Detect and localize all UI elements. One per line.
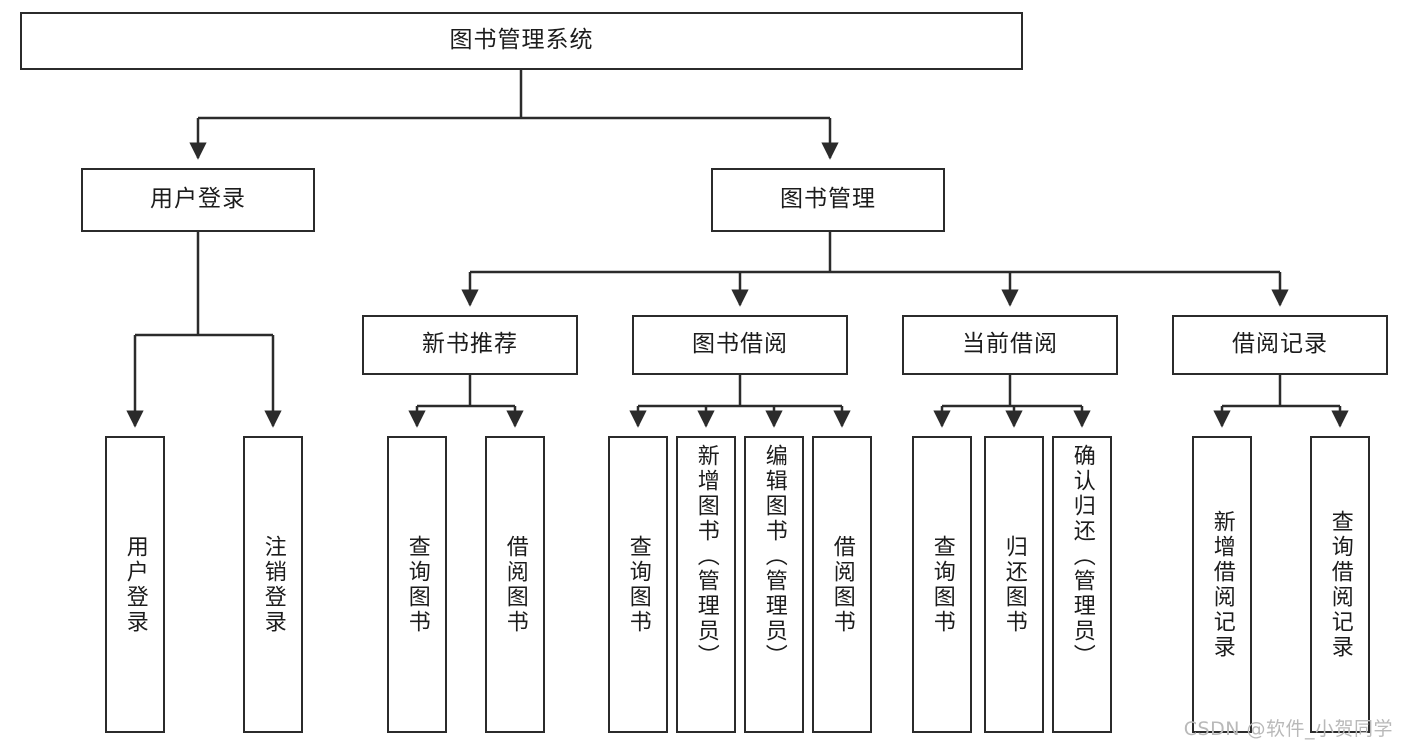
node-new-book-recommend[interactable]: 新书推荐 [362,315,578,375]
leaf-edit-book-admin[interactable]: 编辑图书（管理员） [744,436,804,733]
leaf-query-book-current[interactable]: 查询图书 [912,436,972,733]
node-book-borrow[interactable]: 图书借阅 [632,315,848,375]
leaf-borrow-book-new[interactable]: 借阅图书 [485,436,545,733]
node-root-system[interactable]: 图书管理系统 [20,12,1023,70]
leaf-query-book-new[interactable]: 查询图书 [387,436,447,733]
node-current-borrow[interactable]: 当前借阅 [902,315,1118,375]
node-borrow-records[interactable]: 借阅记录 [1172,315,1388,375]
watermark: CSDN @软件_小贺同学 [1183,718,1393,740]
leaf-query-book-borrow[interactable]: 查询图书 [608,436,668,733]
node-user-login[interactable]: 用户登录 [81,168,315,232]
leaf-user-login[interactable]: 用户登录 [105,436,165,733]
leaf-borrow-book[interactable]: 借阅图书 [812,436,872,733]
leaf-add-borrow-record[interactable]: 新增借阅记录 [1192,436,1252,733]
leaf-add-book-admin[interactable]: 新增图书（管理员） [676,436,736,733]
node-book-management[interactable]: 图书管理 [711,168,945,232]
leaf-user-logout[interactable]: 注销登录 [243,436,303,733]
leaf-query-borrow-record[interactable]: 查询借阅记录 [1310,436,1370,733]
leaf-confirm-return-admin[interactable]: 确认归还（管理员） [1052,436,1112,733]
leaf-return-book[interactable]: 归还图书 [984,436,1044,733]
